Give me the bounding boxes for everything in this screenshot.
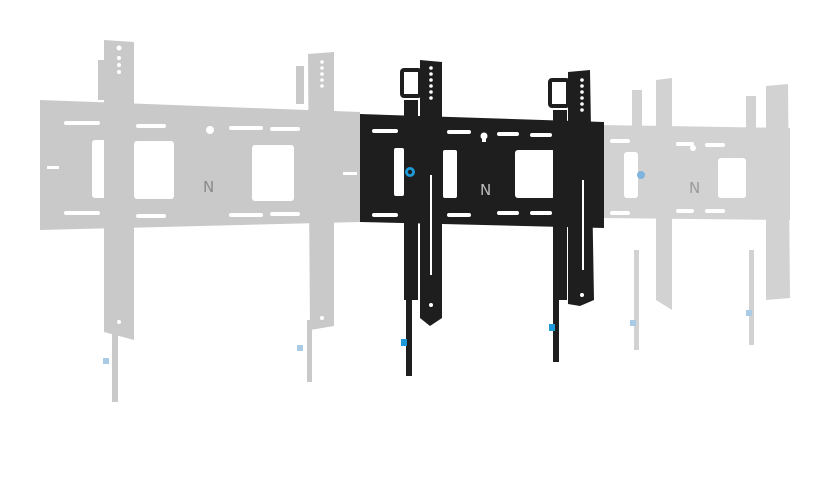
brand-logo-n: N [689, 179, 700, 197]
brand-logo-n: N [480, 181, 491, 199]
brand-logo-n: N [203, 178, 214, 196]
ghost-left-mount: N [40, 40, 360, 402]
ghost-right-mount: N [600, 78, 790, 350]
main-black-mount: N [360, 60, 604, 376]
